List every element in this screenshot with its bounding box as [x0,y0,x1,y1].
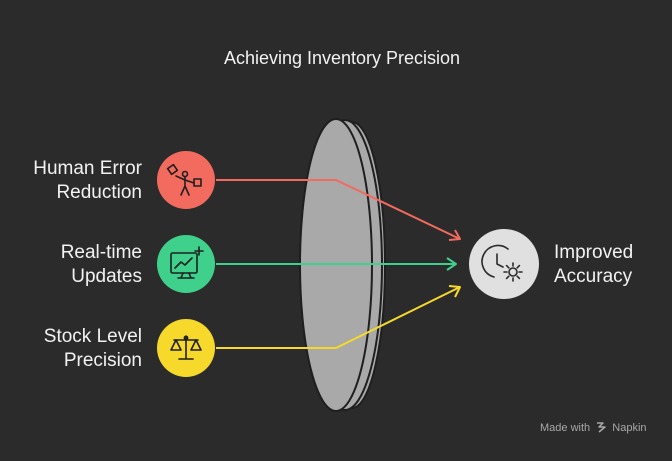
input-node-real-time [157,235,215,293]
made-with-text: Made with [540,422,591,434]
arrows [216,179,461,349]
output-circle [469,229,539,299]
diagram-title: Achieving Inventory Precision [223,48,461,68]
arrow-stock-level [216,286,461,349]
input-label-stock-level: Stock Level Precision [0,325,142,373]
input-node-stock-level [157,319,215,377]
chart-plus-icon [170,246,204,279]
napkin-logo-icon [597,422,606,433]
label-line: Accuracy [554,266,633,287]
input-label-real-time: Real-time Updates [0,241,142,289]
output-node [469,229,539,299]
arrow-human-error [216,179,461,240]
label-line: Improved [554,242,634,263]
label-line: Human Error [33,158,142,179]
arrowhead-real-time [446,257,457,271]
label-line: Stock Level [43,326,142,347]
clock-gear-icon [481,244,523,282]
label-line: Precision [63,350,142,371]
label-line: Reduction [56,182,142,203]
person-carrying-boxes-icon [166,163,202,196]
balance-scale-icon [170,335,202,360]
input-node-human-error [157,151,215,209]
arrowhead-stock-level [448,285,461,298]
footer-credit: Made with Napkin [540,421,647,434]
output-label: Improved Accuracy [554,241,633,289]
label-line: Updates [71,266,142,287]
input-label-human-error: Human Error Reduction [0,157,142,205]
label-line: Real-time [60,242,142,263]
arrowhead-human-error [448,229,461,241]
brand-text: Napkin [612,422,647,434]
